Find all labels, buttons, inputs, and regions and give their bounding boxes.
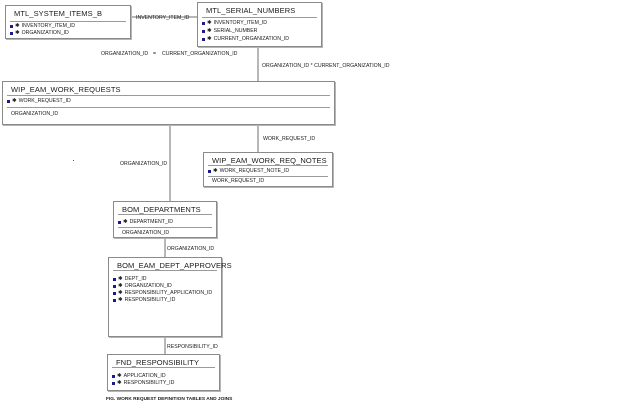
entity-divider — [112, 367, 215, 368]
attribute-row: ✱WORK_REQUEST_NOTE_ID — [208, 168, 289, 176]
attribute-row: ✱INVENTORY_ITEM_ID — [10, 23, 75, 31]
entity-bom-departments[interactable]: BOM_DEPARTMENTS ✱DEPARTMENT_ID ORGANIZAT… — [113, 201, 217, 238]
attribute-name: APPLICATION_ID — [123, 373, 166, 379]
asterisk-icon: ✱ — [213, 168, 218, 174]
attribute-row: ✱RESPONSIBILITY_APPLICATION_ID — [113, 290, 212, 298]
entity-divider — [118, 227, 212, 228]
attribute-name: DEPARTMENT_ID — [129, 219, 173, 225]
entity-divider — [202, 17, 317, 18]
entity-divider — [118, 214, 212, 215]
attribute-name: ORGANIZATION_ID — [11, 111, 59, 117]
attribute-name: ORGANIZATION_ID — [124, 283, 172, 289]
key-marker-icon — [113, 285, 116, 288]
key-marker-icon — [113, 278, 116, 281]
attribute-name: ORGANIZATION_ID — [21, 30, 69, 36]
relationship-label: INVENTORY_ITEM_ID — [136, 15, 190, 21]
entity-title: BOM_EAM_DEPT_APPROVERS — [117, 261, 232, 270]
key-marker-icon — [112, 375, 115, 378]
relationship-label: = — [153, 51, 157, 57]
attribute-name: ORGANIZATION_ID — [122, 230, 170, 236]
key-marker-icon — [202, 22, 205, 25]
asterisk-icon: ✱ — [207, 28, 212, 34]
entity-divider — [113, 270, 217, 271]
relationship-label: ORGANIZATION_ID — [101, 51, 149, 57]
attribute-row: ✱CURRENT_ORGANIZATION_ID — [202, 36, 289, 44]
key-marker-icon — [10, 25, 13, 28]
entity-divider — [7, 107, 330, 108]
attribute-name: SERIAL_NUMBER — [213, 28, 258, 34]
entity-title: MTL_SERIAL_NUMBERS — [206, 6, 296, 15]
key-marker-icon — [118, 221, 121, 224]
attribute-name: DEPT_ID — [124, 276, 147, 282]
relationship-label: RESPONSIBILITY_ID — [167, 344, 218, 350]
asterisk-icon: ✱ — [118, 283, 123, 289]
entity-divider — [208, 165, 328, 166]
asterisk-icon: ✱ — [118, 297, 123, 303]
entity-mtl-system-items-b[interactable]: MTL_SYSTEM_ITEMS_B ✱INVENTORY_ITEM_ID ✱O… — [5, 5, 131, 39]
relationship-label: ORGANIZATION_ID * CURRENT_ORGANIZATION_I… — [262, 63, 390, 69]
key-marker-icon — [202, 30, 205, 33]
asterisk-icon: ✱ — [123, 219, 128, 225]
attribute-name: WORK_REQUEST_ID — [212, 178, 265, 184]
attribute-row: ✱RESPONSIBILITY_ID — [112, 380, 174, 388]
attribute-row: ✱ORGANIZATION_ID — [113, 283, 172, 291]
entity-divider — [7, 95, 330, 96]
asterisk-icon: ✱ — [117, 380, 122, 386]
key-marker-icon — [7, 100, 10, 103]
stray-dot — [73, 160, 74, 161]
attribute-name: RESPONSIBILITY_ID — [124, 297, 176, 303]
attribute-name: RESPONSIBILITY_ID — [123, 380, 175, 386]
attribute-row: ✱INVENTORY_ITEM_ID — [202, 20, 267, 28]
entity-title: BOM_DEPARTMENTS — [122, 205, 201, 214]
asterisk-icon: ✱ — [118, 290, 123, 296]
asterisk-icon: ✱ — [118, 276, 123, 282]
attribute-row: ✱WORK_REQUEST_ID — [7, 98, 71, 106]
entity-title: WIP_EAM_WORK_REQ_NOTES — [212, 156, 327, 165]
attribute-row: ✱RESPONSIBILITY_ID — [113, 297, 175, 305]
entity-bom-eam-dept-approvers[interactable]: BOM_EAM_DEPT_APPROVERS ✱DEPT_ID ✱ORGANIZ… — [108, 257, 232, 337]
attribute-name: CURRENT_ORGANIZATION_ID — [213, 36, 290, 42]
relationship-label: CURRENT_ORGANIZATION_ID — [162, 51, 238, 57]
key-marker-icon — [112, 382, 115, 385]
relationship-label: ORGANIZATION_ID — [120, 161, 168, 167]
key-marker-icon — [10, 32, 13, 35]
attribute-row: ✱SERIAL_NUMBER — [202, 28, 257, 36]
entity-title: FND_RESPONSIBILITY — [116, 358, 200, 367]
asterisk-icon: ✱ — [15, 23, 20, 29]
attribute-row: ✱APPLICATION_ID — [112, 373, 166, 381]
asterisk-icon: ✱ — [207, 36, 212, 42]
key-marker-icon — [208, 170, 211, 173]
figure-caption: FIG. WORK REQUEST DEFINITION TABLES AND … — [106, 397, 233, 402]
entity-divider — [10, 21, 126, 22]
entity-wip-eam-work-req-notes[interactable]: WIP_EAM_WORK_REQ_NOTES ✱WORK_REQUEST_NOT… — [203, 152, 333, 187]
asterisk-icon: ✱ — [207, 20, 212, 26]
entity-divider — [208, 176, 328, 177]
entity-title: WIP_EAM_WORK_REQUESTS — [11, 85, 121, 94]
entity-wip-eam-work-requests[interactable]: WIP_EAM_WORK_REQUESTS ✱WORK_REQUEST_ID O… — [2, 81, 335, 125]
attribute-name: INVENTORY_ITEM_ID — [21, 23, 76, 29]
asterisk-icon: ✱ — [117, 373, 122, 379]
entity-title: MTL_SYSTEM_ITEMS_B — [14, 9, 103, 18]
attribute-row: ✱DEPT_ID — [113, 276, 147, 284]
attribute-name: WORK_REQUEST_ID — [18, 98, 71, 104]
key-marker-icon — [113, 299, 116, 302]
attribute-name: RESPONSIBILITY_APPLICATION_ID — [124, 290, 213, 296]
attribute-name: INVENTORY_ITEM_ID — [213, 20, 268, 26]
key-marker-icon — [202, 38, 205, 41]
asterisk-icon: ✱ — [12, 98, 17, 104]
entity-mtl-serial-numbers[interactable]: MTL_SERIAL_NUMBERS ✱INVENTORY_ITEM_ID ✱S… — [197, 2, 322, 47]
key-marker-icon — [113, 292, 116, 295]
entity-fnd-responsibility[interactable]: FND_RESPONSIBILITY ✱APPLICATION_ID ✱RESP… — [107, 354, 220, 391]
relationship-label: WORK_REQUEST_ID — [263, 136, 316, 142]
attribute-row: ✱ORGANIZATION_ID — [10, 30, 69, 38]
attribute-row: ✱DEPARTMENT_ID — [118, 219, 173, 227]
attribute-name: WORK_REQUEST_NOTE_ID — [219, 168, 290, 174]
asterisk-icon: ✱ — [15, 30, 20, 36]
relationship-label: ORGANIZATION_ID — [167, 246, 215, 252]
